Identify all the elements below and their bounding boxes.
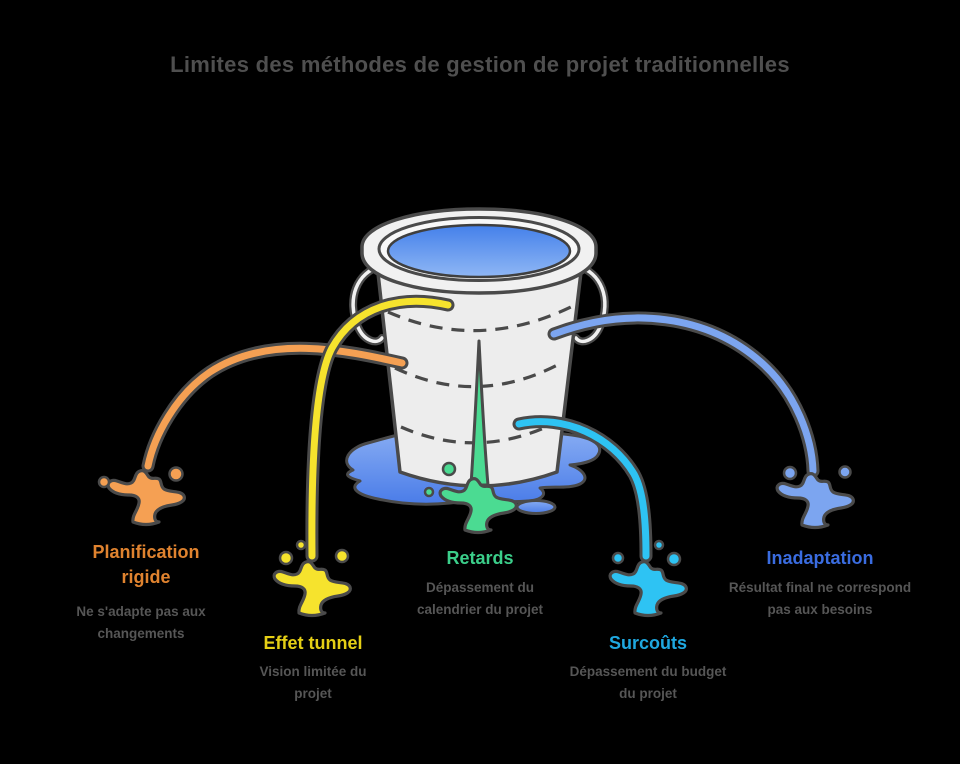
- label-retards: Retards: [446, 548, 514, 568]
- bucket-water: [386, 223, 572, 279]
- stream-blue: [547, 311, 855, 530]
- puddle-drop: [515, 499, 557, 515]
- desc-effet-tunnel: Vision limitée du projet: [259, 664, 367, 702]
- desc-retards: Dépassement du calendrier du projet: [416, 580, 544, 618]
- leak-hole-dot: [441, 461, 457, 477]
- stream-yellow: [272, 294, 455, 618]
- stream-cyan: [512, 415, 688, 618]
- stream-green: [423, 339, 518, 535]
- bucket-hoops: [387, 304, 574, 445]
- desc-inadaptation: Résultat final ne correspond pas aux bes…: [728, 580, 912, 618]
- splash-cyan-icon: [608, 559, 688, 618]
- label-surcouts: Surcoûts: [608, 633, 687, 653]
- splash-blue-icon: [775, 471, 855, 530]
- label-planification-rigide: Planification rigide: [92, 542, 200, 588]
- stream-orange: [97, 341, 409, 527]
- label-effet-tunnel: Effet tunnel: [263, 633, 363, 653]
- desc-planification-rigide: Ne s'adapte pas aux changements: [76, 604, 206, 642]
- label-inadaptation: Inadaptation: [766, 548, 874, 568]
- desc-surcouts: Dépassement du budget du projet: [569, 664, 727, 702]
- page-title: Limites des méthodes de gestion de proje…: [170, 52, 790, 77]
- splash-yellow-icon: [272, 559, 352, 618]
